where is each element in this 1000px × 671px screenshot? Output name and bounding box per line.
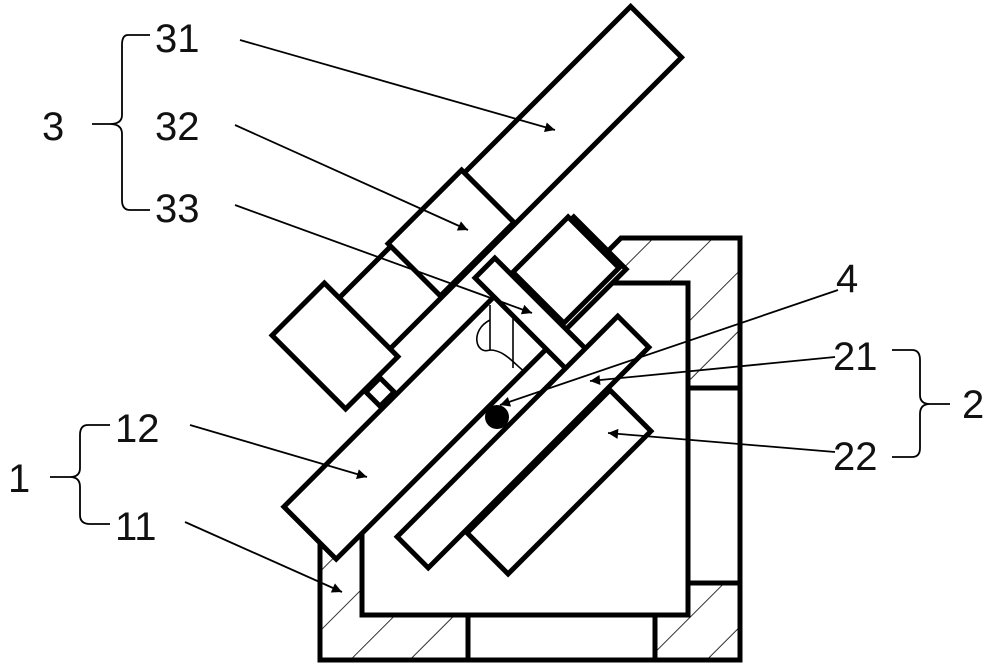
label-32: 32 [155,105,200,149]
label-3: 3 [42,105,64,149]
label-12: 12 [115,407,160,451]
label-2: 2 [962,383,984,427]
brace-2 [892,349,950,458]
side-opening [685,385,743,586]
brace-1 [50,424,110,525]
plate-21 [393,312,653,572]
bottom-opening [465,612,658,663]
label-21: 21 [833,335,878,379]
ball-4 [485,405,509,429]
label-11: 11 [115,505,157,549]
leader-lines [184,39,839,593]
connector-square [362,374,398,410]
plate-22 [463,386,655,578]
label-33: 33 [155,187,200,231]
brace-3 [92,34,150,211]
label-31: 31 [155,17,200,61]
label-22: 22 [833,435,878,479]
label-1: 1 [8,457,30,501]
upper-block [509,213,623,327]
label-4: 4 [836,257,858,301]
